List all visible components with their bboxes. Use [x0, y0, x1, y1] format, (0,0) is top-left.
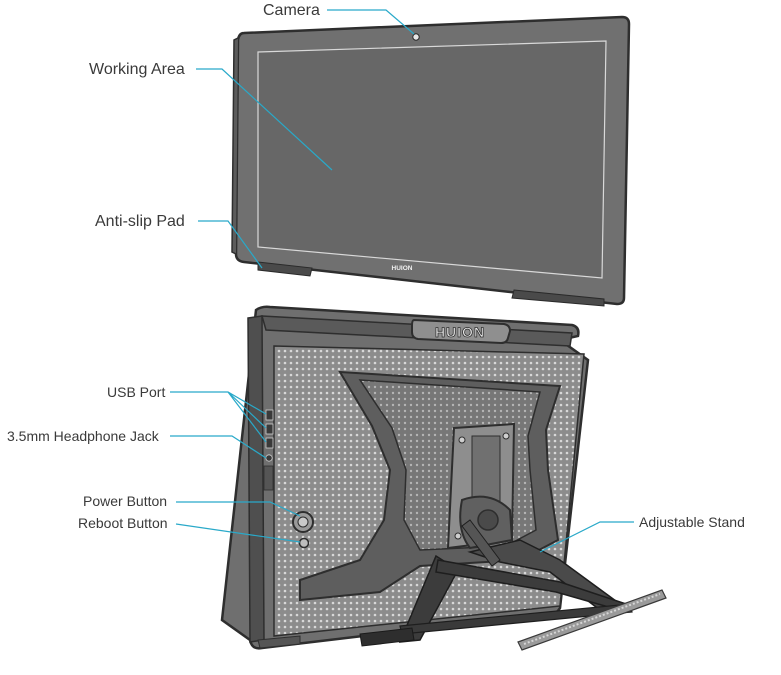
usb-port-1	[265, 409, 274, 421]
anti-slip-pad-right	[511, 289, 605, 307]
back-view: HUION	[220, 305, 590, 650]
label-usb-port: USB Port	[107, 384, 165, 400]
front-logo: HUION	[392, 265, 413, 272]
label-working-area: Working Area	[89, 61, 185, 78]
front-view: HUION	[231, 15, 631, 307]
usb-port-2	[265, 423, 274, 435]
camera-lens	[412, 33, 420, 41]
reboot-button	[298, 537, 310, 549]
working-area-screen	[257, 40, 607, 279]
leader-lines	[170, 9, 634, 553]
callout-labels: Camera Working Area Anti-slip Pad USB Po…	[7, 2, 745, 531]
leader-reboot-button	[175, 523, 301, 543]
back-logo-plate	[411, 318, 512, 345]
anti-slip-pad-left	[257, 261, 313, 277]
leader-adjustable-stand	[539, 521, 634, 553]
leader-power-button	[176, 501, 301, 517]
back-logo: HUION	[435, 324, 485, 340]
label-camera: Camera	[263, 2, 320, 19]
label-anti-slip-pad: Anti-slip Pad	[95, 213, 185, 230]
label-power-button: Power Button	[83, 493, 167, 509]
label-reboot-button: Reboot Button	[78, 515, 168, 531]
leader-anti-slip-pad	[198, 220, 263, 269]
leader-usb-port	[170, 391, 267, 443]
adjustable-stand	[359, 519, 667, 651]
leader-camera	[327, 9, 415, 35]
label-headphone-jack: 3.5mm Headphone Jack	[7, 428, 160, 444]
label-adjustable-stand: Adjustable Stand	[639, 514, 745, 530]
usb-port-3	[265, 437, 274, 449]
leader-headphone-jack	[170, 435, 267, 459]
headphone-jack	[265, 454, 273, 462]
leader-working-area	[196, 68, 333, 171]
